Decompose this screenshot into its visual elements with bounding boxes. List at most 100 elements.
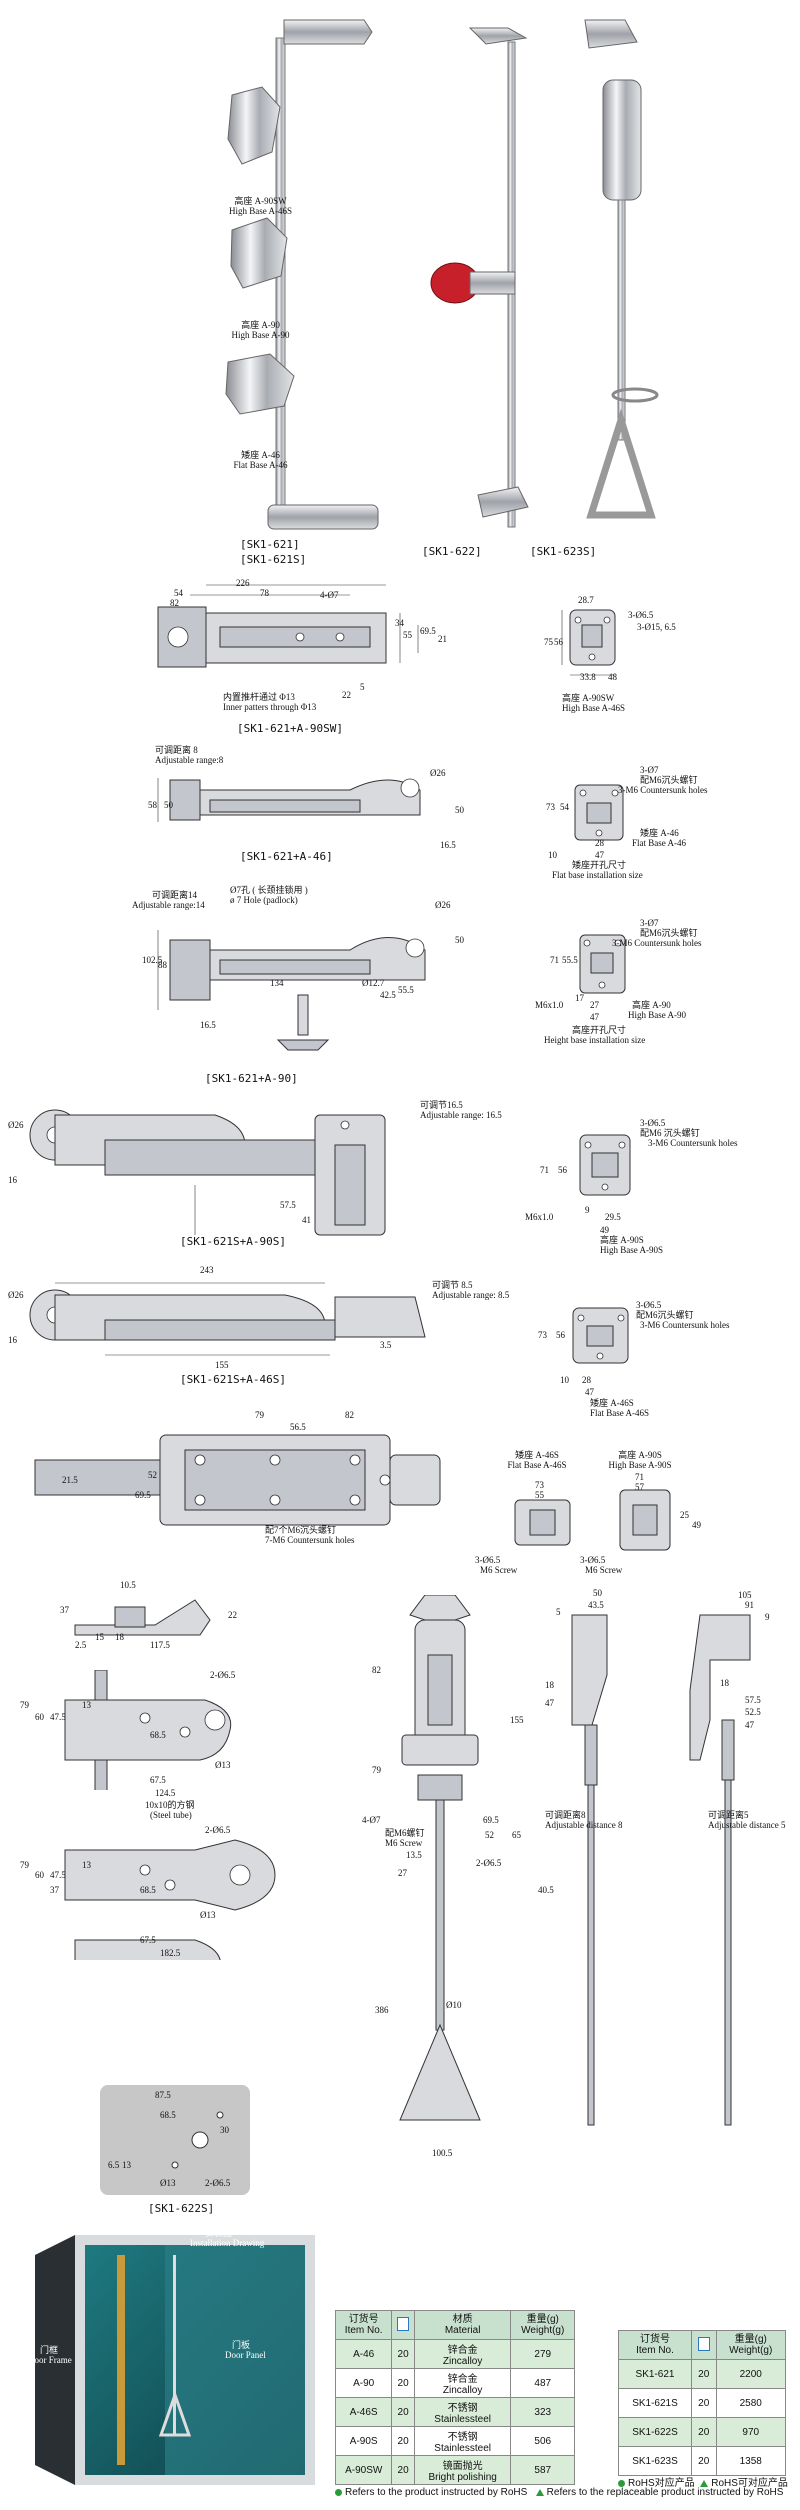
drawing-a46s xyxy=(572,1307,629,1364)
d1-inner-en: Inner patters through Φ13 xyxy=(223,702,317,712)
d9-dim-0: 2-Ø6.5 xyxy=(205,1825,231,1835)
d1-dim-5: 34 xyxy=(395,618,404,628)
pair-right-en: High Base A-90S xyxy=(608,1460,672,1470)
d3-dim-8: 50 xyxy=(455,935,464,945)
d4-dim-0: Ø26 xyxy=(8,1120,24,1130)
a90s-dim-0: 71 xyxy=(540,1165,549,1175)
header-doc-icon xyxy=(690,2330,717,2360)
d6-dim-1: 56.5 xyxy=(290,1422,306,1432)
d5-dim-3: 155 xyxy=(215,1360,229,1370)
product-photo-art xyxy=(225,19,659,530)
drawing-top-view xyxy=(34,1434,441,1526)
a90s-dim-2: M6x1.0 xyxy=(525,1212,554,1222)
install-door-frame-cn: 门框 xyxy=(40,2345,59,2355)
d6-dim-4: 52 xyxy=(148,1470,157,1480)
drawing-sk1-621s-a90s xyxy=(29,1109,386,1236)
d13-dim-5: 52.5 xyxy=(745,1707,761,1717)
a46s-dim-4: 47 xyxy=(585,1387,594,1397)
a46-dim-4: 47 xyxy=(595,850,604,860)
d9-dim-3: 47.5 xyxy=(50,1870,66,1880)
pair-left-dim-0: 73 xyxy=(535,1480,544,1490)
d10-caption: [SK1-622S] xyxy=(148,2202,215,2215)
d7-dim-4: 18 xyxy=(115,1632,124,1642)
a90-size-cn: 高座开孔尺寸 xyxy=(572,1025,627,1035)
a46s-screw-cn: 配M6沉头螺钉 xyxy=(636,1310,694,1320)
drawing-sk1-623s-front xyxy=(399,1595,481,2121)
d2-dim-1: 50 xyxy=(164,800,173,810)
d10-dim-3: 6.5 xyxy=(108,2160,120,2170)
a90-dim-0: 71 xyxy=(550,955,559,965)
pair-right-cn: 高座 A-90S xyxy=(618,1450,662,1460)
legend-rohs: Refers to the product instructed by RoHS xyxy=(345,2487,528,2498)
d8-dim-1: 79 xyxy=(20,1700,29,1710)
d11-screw-en: M6 Screw xyxy=(385,1838,423,1848)
a90-dim-1: 55.5 xyxy=(562,955,578,965)
d3-dim-5: 55.5 xyxy=(398,985,414,995)
a46s-label-en: Flat Base A-46S xyxy=(590,1408,650,1418)
drawing-sk1-621-a46 xyxy=(157,778,421,822)
d6-dim-3: 21.5 xyxy=(62,1475,78,1485)
a46-label-en: Flat Base A-46 xyxy=(632,838,686,848)
d8-dim-8: 124.5 xyxy=(155,1788,176,1798)
label-sk1-623s: [SK1-623S] xyxy=(530,545,597,558)
install-door-frame-en: Door Frame xyxy=(28,2355,72,2365)
d8-dim-4: 13 xyxy=(82,1700,91,1710)
d2-dim-3: 50 xyxy=(455,805,464,815)
drawing-a90s xyxy=(579,1134,631,1196)
table-row: SK1-623S 20 1358 xyxy=(618,2446,786,2476)
d8-dim-0: 2-Ø6.5 xyxy=(210,1670,236,1680)
d7-dim-1: 37 xyxy=(60,1605,69,1615)
install-title-en: Installation Drawing xyxy=(190,2238,265,2248)
a46s-dim-2: 10 xyxy=(560,1375,569,1385)
d5-adj-cn: 可调节 8.5 xyxy=(432,1280,473,1290)
drawing-a46 xyxy=(574,784,624,841)
d9-dim-7: 37 xyxy=(50,1885,59,1895)
base-a46-cn: 矮座 A-46 xyxy=(241,450,280,460)
d10-dim-2: 30 xyxy=(220,2125,229,2135)
a46-dim-0: 73 xyxy=(546,802,555,812)
document-icon xyxy=(397,2316,410,2331)
d1-dim-8: 21 xyxy=(438,634,447,644)
d4-dim-3: 41 xyxy=(302,1215,311,1225)
a90sw-holes2: 3-Ø15, 6.5 xyxy=(637,622,676,632)
d11-dim-8: 2-Ø6.5 xyxy=(476,1858,502,1868)
a90sw-dim-1: 75 xyxy=(544,637,553,647)
d1-dim-1: 54 xyxy=(174,588,183,598)
a46-dim-1: 54 xyxy=(560,802,569,812)
legend-cn: RoHS对应产品 RoHS可对应产品 xyxy=(618,2474,788,2489)
label-sk1-621: [SK1-621] xyxy=(240,538,300,551)
d1-caption: [SK1-621+A-90SW] xyxy=(237,722,343,735)
d5-dim-0: 243 xyxy=(200,1265,214,1275)
legend-replaceable-cn: RoHS可对应产品 xyxy=(711,2478,788,2489)
a90sw-holes1: 3-Ø6.5 xyxy=(628,610,654,620)
a90-screw-en: 3-M6 Countersunk holes xyxy=(612,938,702,948)
pair-left-dim-3: M6 Screw xyxy=(480,1565,518,1575)
d6-dim-2: 82 xyxy=(345,1410,354,1420)
a90sw-dim-3: 33.8 xyxy=(580,672,596,682)
d10-dim-0: 87.5 xyxy=(155,2090,171,2100)
installation-art xyxy=(35,2235,315,2485)
d11-dim-0: 82 xyxy=(372,1665,381,1675)
d5-dim-1: Ø26 xyxy=(8,1290,24,1300)
drawing-a90 xyxy=(579,934,626,994)
a46-screw-cn: 配M6沉头螺钉 xyxy=(640,775,698,785)
label-sk1-621s: [SK1-621S] xyxy=(240,553,307,566)
d11-dim-6: 65 xyxy=(512,1830,521,1840)
rohs-dot-icon xyxy=(618,2479,625,2487)
d10-dim-4: 13 xyxy=(122,2160,131,2170)
a46-size-en: Flat base installation size xyxy=(552,870,643,880)
d2-adj-en: Adjustable range:8 xyxy=(155,755,224,765)
a90s-label-en: High Base A-90S xyxy=(600,1245,663,1255)
table-row: SK1-621 20 2200 xyxy=(618,2359,786,2389)
d4-adj-cn: 可调节16.5 xyxy=(420,1100,463,1110)
d13-dim-0: 105 xyxy=(738,1590,752,1600)
drawing-sk1-621-a90 xyxy=(157,930,426,1051)
base-a90sw-cn: 高座 A-90SW xyxy=(234,196,287,206)
a46s-screw-en: 3-M6 Countersunk holes xyxy=(640,1320,730,1330)
a90-label-cn: 高座 A-90 xyxy=(632,1000,671,1010)
